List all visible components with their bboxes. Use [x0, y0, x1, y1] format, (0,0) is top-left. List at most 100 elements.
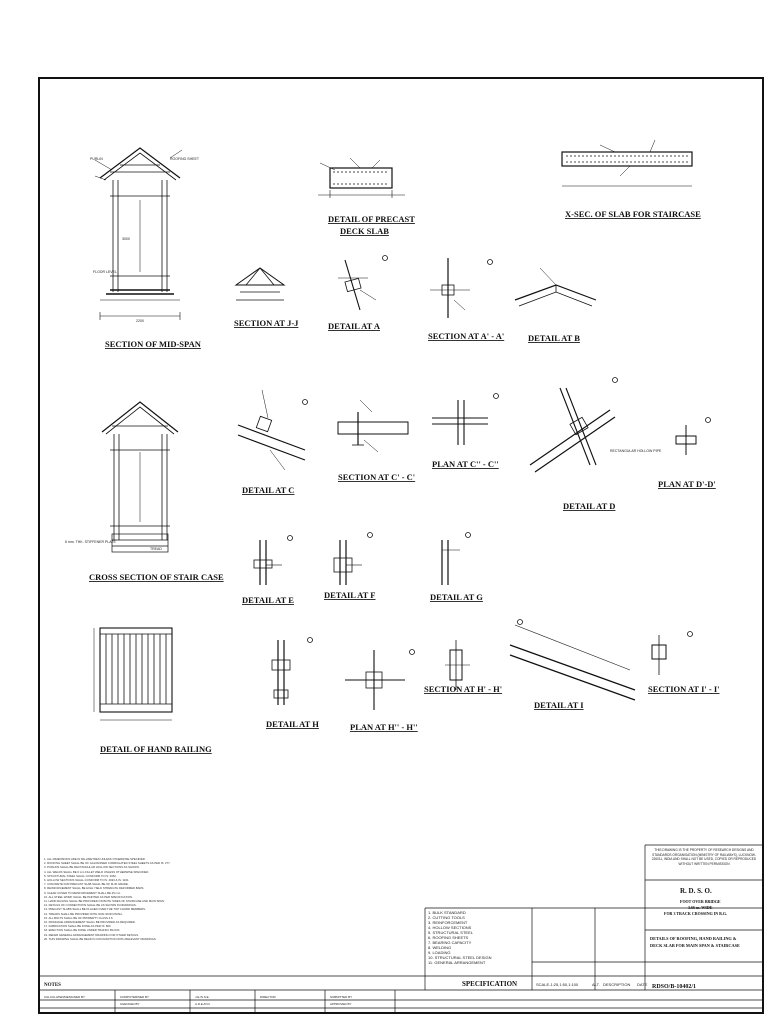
project-line-1: FOOT OVER BRIDGE	[680, 899, 721, 904]
note-line: 13. PRECAST SLABS SHALL BE PLACED OVER T…	[44, 907, 146, 912]
purlin-label: PURLIN	[90, 157, 103, 161]
note-line: 16. DRAINAGE ARRANGEMENT SHALL BE PROVID…	[44, 920, 136, 925]
signature-designed: CALCULATED/DESIGNED BY	[44, 995, 85, 999]
alt-label: ALT.	[592, 982, 600, 987]
annotations: FLOOR LEVEL ROOFING SHEET PURLIN 2200 30…	[65, 157, 662, 551]
spec-line: 7. BEARING CAPACITY	[428, 940, 472, 945]
title-precast-2: DECK SLAB	[340, 226, 389, 236]
specification-heading: SPECIFICATION	[462, 980, 517, 988]
signature-approved: APPROVED BY	[330, 1002, 352, 1006]
title-xsec-slab: X-SEC. OF SLAB FOR STAIRCASE	[565, 209, 701, 219]
signature-director: DIRECTOR	[260, 995, 276, 999]
title-detail-d: DETAIL AT D	[563, 501, 615, 511]
title-stair-section: CROSS SECTION OF STAIR CASE	[89, 572, 224, 582]
note-line: 5. STRUCTURAL STEEL SHALL CONFORM TO IS:…	[44, 873, 117, 878]
note-line: 17. FABRICATION SHALL BE DONE AS PER IS:…	[44, 924, 112, 929]
spec-line: 3. REINFORCEMENT	[428, 920, 468, 925]
title-detail-b: DETAIL AT B	[528, 333, 580, 343]
project-line-3: FOR 3 TRACK CROSSING IN B.G.	[664, 911, 727, 916]
title-section-jj: SECTION AT J-J	[234, 318, 299, 328]
staircase-slab-xsec	[561, 139, 693, 187]
specification-list: 1. BULK STANDARD 2. CUTTING TOOLS 3. REI…	[428, 910, 528, 965]
note-line: 15. ALL BOLTS SHALL BE OF PROPERTY CLASS…	[44, 915, 114, 920]
signature-je: J.E./S.S.E.	[195, 995, 210, 999]
title-block-text: RDSO/B-10402/1 R. D. S. O. FOOT OVER BRI…	[44, 887, 740, 990]
detail-a	[338, 255, 388, 311]
signature-row: CALCULATED/DESIGNED BY COMPUTERISED BY C…	[44, 995, 352, 1006]
detail-b	[514, 267, 597, 307]
drawing-titles: SECTION OF MID-SPAN DETAIL OF PRECAST DE…	[89, 209, 720, 754]
drawing-sheet	[38, 77, 764, 1014]
drawing-number: RDSO/B-10402/1	[652, 984, 696, 990]
note-line: 1. ALL DIMENSIONS ARE IN MILLIMETRES UNL…	[44, 857, 146, 861]
mid-span-section	[94, 147, 183, 320]
signature-ade: A.D.E./D.D.	[195, 1002, 211, 1006]
title-precast: DETAIL OF PRECAST	[328, 214, 415, 224]
note-line: 6. HOLLOW SECTIONS SHALL CONFORM TO IS: …	[44, 878, 130, 883]
scale-label: SCALE-1:25,1:50,1:100	[536, 982, 579, 987]
plan-hh	[345, 649, 415, 710]
note-line: 12. DETAILS OF CONNECTIONS SHALL BE AS S…	[44, 903, 137, 908]
stiffener-plate-label: 6 mm. THK. STIFFENER PLATE	[65, 540, 116, 544]
title-plan-dd: PLAN AT D'-D'	[658, 479, 716, 489]
title-detail-g: DETAIL AT G	[430, 592, 483, 602]
note-line: 10. ALL STEEL WORK SHALL BE PAINTED AS P…	[44, 894, 133, 899]
title-section-aa: SECTION AT A' - A'	[428, 331, 504, 341]
title-section-ii: SECTION AT I' - I'	[648, 684, 720, 694]
title-detail-i: DETAIL AT I	[534, 700, 584, 710]
note-line: 9. CLEAR COVER TO REINFORCEMENT SHALL BE…	[44, 890, 121, 895]
description-line-2: DECK SLAB FOR MAIN SPAN & STAIRCASE	[650, 943, 740, 948]
title-detail-c: DETAIL AT C	[242, 485, 294, 495]
dim-3000-label: 3000	[122, 237, 130, 241]
detail-f	[333, 532, 373, 585]
title-mid-span: SECTION OF MID-SPAN	[105, 339, 202, 349]
floor-level-label: FLOOR LEVEL	[93, 270, 117, 274]
section-cc	[337, 399, 409, 453]
title-detail-a: DETAIL AT A	[328, 321, 381, 331]
spec-line: 11. GENERAL ARRANGEMENT	[428, 960, 486, 965]
note-line: 4. ALL WELDS SHALL BE 6 mm FILLET WELD U…	[44, 869, 150, 874]
note-line: 14. TREADS SHALL BE PROVIDED WITH NON-SK…	[44, 911, 123, 916]
hand-railing-detail	[93, 627, 173, 721]
section-jj	[234, 267, 286, 301]
spec-line: 2. CUTTING TOOLS	[428, 915, 465, 920]
spec-line: 9. LOADING	[428, 950, 451, 955]
title-detail-h: DETAIL AT H	[266, 719, 319, 729]
note-line: 11. HAND RAILING SHALL BE PROVIDED ON BO…	[44, 899, 165, 904]
detail-g	[441, 532, 471, 585]
title-detail-e: DETAIL AT E	[242, 595, 294, 605]
org-name: R. D. S. O.	[680, 887, 712, 895]
title-section-hh: SECTION AT H' - H'	[424, 684, 502, 694]
title-detail-f: DETAIL AT F	[324, 590, 376, 600]
note-line: 7. CONCRETE FOR PRECAST SLAB SHALL BE OF…	[44, 882, 129, 887]
spec-line: 8. WELDING	[428, 945, 452, 950]
note-line: 19. REFER GENERAL ARRANGEMENT DRAWING FO…	[44, 932, 139, 937]
detail-e	[253, 535, 293, 585]
title-section-cc: SECTION AT C' - C'	[338, 472, 415, 482]
section-ii	[651, 631, 693, 675]
note-line: 3. PURLINS SHALL BE RECTANGULAR HOLLOW S…	[44, 865, 140, 870]
spec-line: 10. STRUCTURAL STEEL DESIGN	[428, 955, 492, 960]
title-block-frame	[40, 844, 762, 1014]
note-line: 8. REINFORCEMENT SHALL BE HIGH YIELD STR…	[44, 886, 145, 891]
signature-computerised: COMPUTERISED BY	[120, 995, 149, 999]
title-plan-hh: PLAN AT H'' - H''	[350, 722, 418, 732]
signature-checked: CHECKED BY	[120, 1002, 140, 1006]
dim-2200-label: 2200	[136, 319, 144, 323]
spec-line: 5. STRUCTURAL STEEL	[428, 930, 473, 935]
detail-c	[237, 389, 308, 471]
description-line-1: DETAILS OF ROOFING, HAND RAILING &	[650, 936, 737, 941]
project-line-2: 3.66 m. WIDE	[688, 905, 713, 910]
spec-line: 6. ROOFING SHEETS	[428, 935, 469, 940]
stair-cross-section	[101, 401, 179, 553]
section-aa	[430, 258, 493, 318]
date-label: DATE	[637, 982, 648, 987]
notes-heading: NOTES	[44, 983, 61, 988]
general-notes: 1. ALL DIMENSIONS ARE IN MILLIMETRES UNL…	[44, 857, 424, 941]
precast-slab-detail	[318, 157, 405, 198]
rect-hollow-label: RECTANGULAR HOLLOW PIPE	[610, 449, 662, 453]
note-line: 20. THIS DRAWING SHALL BE READ IN CONJUN…	[44, 936, 157, 941]
plan-dd	[675, 417, 711, 455]
description-label: DESCRIPTION	[603, 982, 630, 987]
